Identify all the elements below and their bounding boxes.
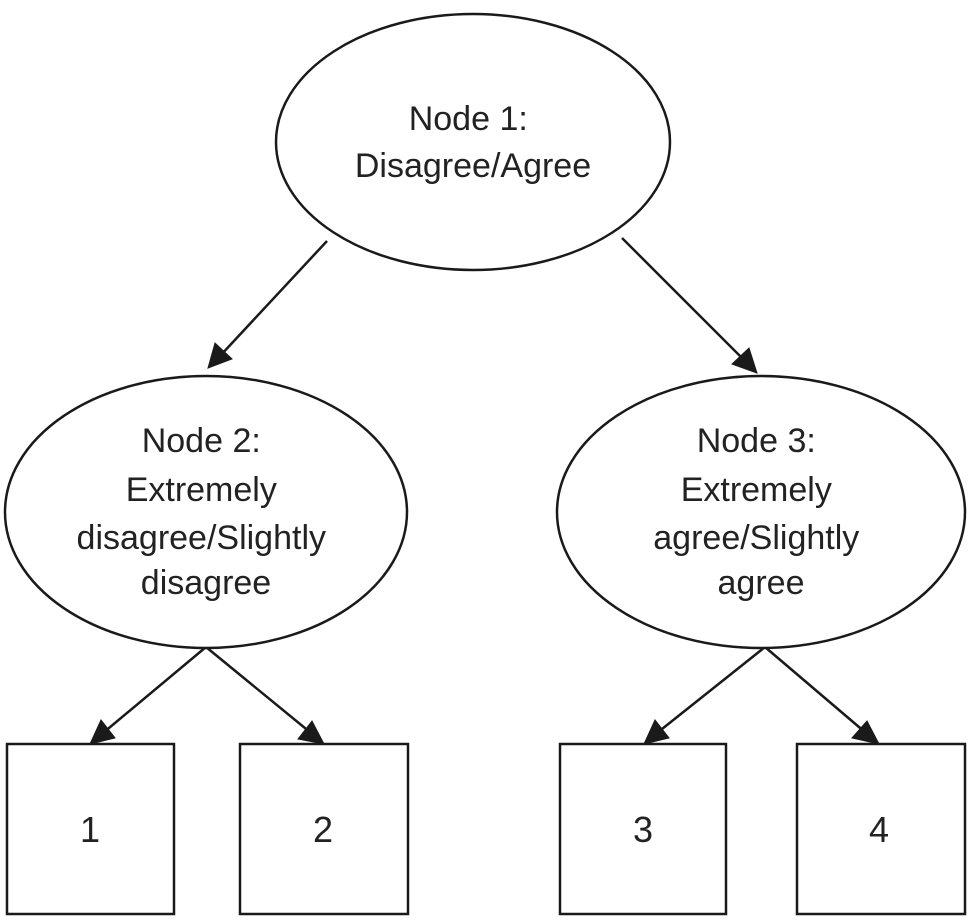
node-1-label: Node 1: Disagree/Agree bbox=[355, 100, 591, 185]
leaf-2-label: 2 bbox=[313, 809, 333, 850]
leaf-4: 4 bbox=[795, 742, 967, 916]
leaf-1: 1 bbox=[5, 742, 176, 916]
node-2: Node 2: Extremely disagree/Slightly disa… bbox=[3, 374, 409, 650]
edge-node1-to-node2 bbox=[207, 240, 328, 369]
leaf-1-label: 1 bbox=[80, 809, 100, 850]
edge-node3-to-leaf4 bbox=[764, 646, 880, 745]
edge-node3-to-leaf3 bbox=[643, 646, 766, 745]
leaf-4-label: 4 bbox=[869, 809, 889, 850]
node-1: Node 1: Disagree/Agree bbox=[274, 12, 672, 272]
leaf-3-label: 3 bbox=[633, 809, 653, 850]
edge-node2-to-leaf2 bbox=[205, 646, 325, 745]
edge-node1-to-node3 bbox=[621, 237, 758, 374]
leaf-2: 2 bbox=[238, 742, 410, 916]
edge-group bbox=[89, 237, 880, 745]
leaf-3: 3 bbox=[558, 742, 728, 916]
node-3-label: Node 3: Extremely agree/Slightly agree bbox=[653, 422, 868, 602]
node-2-label: Node 2: Extremely disagree/Slightly disa… bbox=[77, 422, 336, 602]
node-3: Node 3: Extremely agree/Slightly agree bbox=[555, 374, 967, 650]
edge-node2-to-leaf1 bbox=[89, 646, 207, 745]
